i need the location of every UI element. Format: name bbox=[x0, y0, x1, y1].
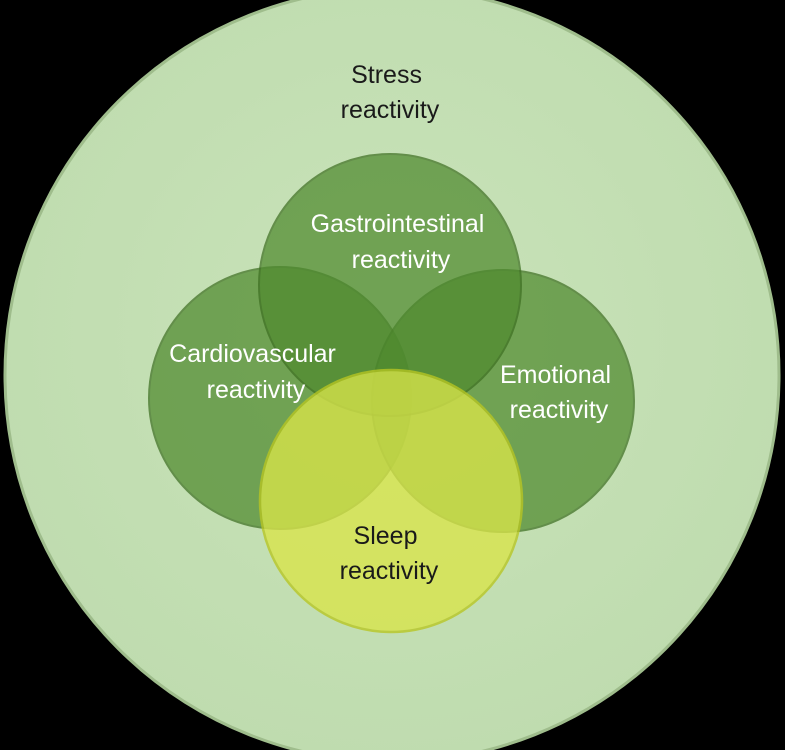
cardiovascular-reactivity-label: Cardiovascular reactivity bbox=[169, 340, 343, 404]
emotional-reactivity-label: Emotional reactivity bbox=[500, 361, 618, 424]
sleep-reactivity-label: Sleep reactivity bbox=[340, 522, 439, 585]
gastrointestinal-reactivity-label: Gastrointestinal reactivity bbox=[311, 210, 492, 274]
stress-reactivity-label: Stress reactivity bbox=[341, 61, 440, 124]
sleep-reactivity-circle bbox=[258, 368, 524, 634]
